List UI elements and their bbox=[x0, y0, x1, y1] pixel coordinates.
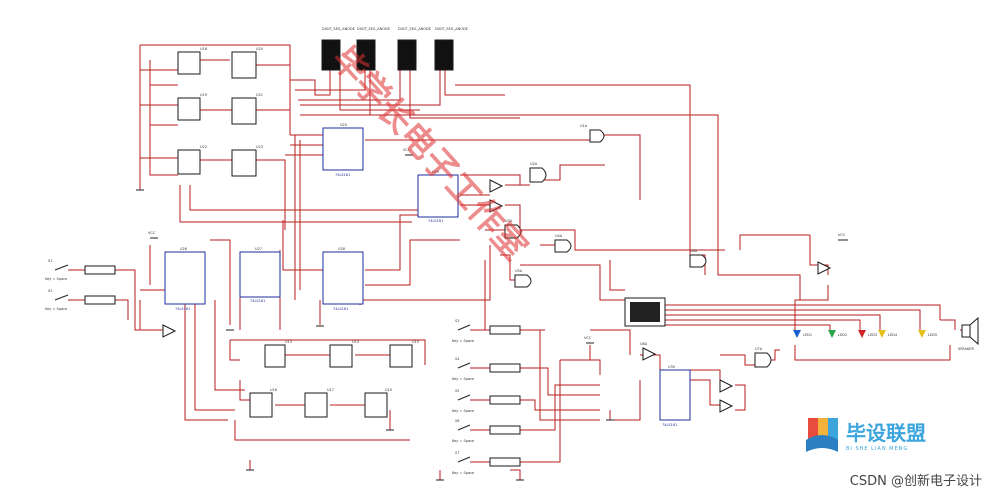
counter-chips: 74LS161 74LS161 74LS161 74LS161 74LS161 … bbox=[164, 123, 691, 427]
counter-part: 74LS161 bbox=[175, 307, 190, 311]
jack-label-2: DIGIT_SEG_ANODE bbox=[357, 27, 390, 31]
ff-label: U23 bbox=[256, 145, 263, 149]
led-label: LED1 bbox=[803, 333, 812, 337]
source-credit: CSDN @创新电子设计 bbox=[849, 474, 982, 489]
switch-key: Key = Space bbox=[45, 277, 67, 281]
counter-label: U25 bbox=[340, 123, 347, 127]
switch-label: S2 bbox=[48, 289, 52, 293]
flip-flop-cluster-bottom: U13 U14 U15 U16 U17 U10 bbox=[249, 340, 419, 418]
counter-label: U27 bbox=[255, 247, 262, 251]
vcc-label: VCC bbox=[403, 148, 411, 152]
wiring bbox=[68, 44, 975, 480]
ff-label: U22 bbox=[200, 145, 207, 149]
counter-part: 74LS161 bbox=[333, 307, 348, 311]
ff-label: U19 bbox=[200, 93, 207, 97]
seven-seg-jacks: DIGIT_SEG_ANODE DIGIT_SEG_ANODE DIGIT_SE… bbox=[321, 27, 468, 71]
switch-key: Key = Space bbox=[45, 307, 67, 311]
jack-label-3: DIGIT_SEG_ANODE bbox=[398, 27, 431, 31]
led-2: LED2 bbox=[828, 330, 847, 338]
counter-part: 74LS161 bbox=[428, 219, 443, 223]
jack-label-4: DIGIT_SEG_ANODE bbox=[435, 27, 468, 31]
jack-label-1: DIGIT_SEG_ANODE bbox=[322, 27, 355, 31]
counter-part: 74LS161 bbox=[250, 299, 265, 303]
ff-label: U21 bbox=[256, 93, 263, 97]
counter-part: 74LS161 bbox=[335, 173, 350, 177]
switches: S1 Key = Space S2 Key = Space S3 Key = S… bbox=[45, 259, 521, 475]
logo: 毕设联盟 BI SHE LIAN MENG bbox=[806, 418, 926, 452]
ff-label: U13 bbox=[285, 340, 292, 344]
vcc-label: VCC bbox=[148, 231, 156, 235]
switch-key: Key = Space bbox=[452, 339, 474, 343]
led-4: LED4 bbox=[878, 330, 898, 338]
switch-label: S1 bbox=[48, 259, 52, 263]
ff-label: U14 bbox=[352, 340, 360, 344]
ff-label: U20 bbox=[256, 47, 263, 51]
flip-flop-cluster-top: U18 U20 U19 U21 U22 U23 bbox=[177, 47, 263, 177]
ff-label: U15 bbox=[412, 340, 419, 344]
ff-label: U10 bbox=[385, 388, 392, 392]
switch-label: S6 bbox=[455, 419, 459, 423]
switch-key: Key = Space bbox=[452, 471, 474, 475]
led-1: LED1 bbox=[793, 330, 812, 338]
switch-s1: S1 Key = Space bbox=[45, 259, 116, 281]
speaker-label: SPEAKER bbox=[958, 347, 974, 351]
gate-label: U3A bbox=[505, 219, 513, 223]
gate-label: U8A bbox=[640, 342, 648, 346]
switch-s4: S4 Key = Space bbox=[452, 357, 521, 381]
switch-label: S7 bbox=[455, 451, 459, 455]
led-5: LED5 bbox=[918, 330, 937, 338]
power-symbols: VCC VCC VCC VCC bbox=[136, 148, 848, 481]
gate-label: U6A bbox=[690, 249, 698, 253]
vcc-label: VCC bbox=[584, 336, 592, 340]
switch-key: Key = Space bbox=[452, 439, 474, 443]
logic-gates: U1A U2A U3A U4A U5A U6A U7A U8A bbox=[162, 124, 832, 413]
switch-key: Key = Space bbox=[452, 409, 474, 413]
switch-label: S5 bbox=[455, 389, 459, 393]
switch-s2: S2 Key = Space bbox=[45, 289, 116, 311]
gate-label: U2A bbox=[530, 162, 538, 166]
book-icon bbox=[806, 418, 838, 452]
switch-key: Key = Space bbox=[452, 377, 474, 381]
switch-s7: S7 Key = Space bbox=[452, 451, 521, 475]
logo-en: BI SHE LIAN MENG bbox=[846, 446, 908, 452]
switch-s3: S3 Key = Space bbox=[452, 319, 521, 343]
logo-cn: 毕设联盟 bbox=[846, 421, 926, 445]
switch-label: S3 bbox=[455, 319, 459, 323]
ff-label: U17 bbox=[327, 388, 334, 392]
switch-s6: S6 Key = Space bbox=[452, 419, 521, 443]
counter-label: U28 bbox=[338, 247, 345, 251]
gate-label: U7A bbox=[755, 347, 763, 351]
switch-s5: S5 Key = Space bbox=[452, 389, 521, 413]
ff-label: U18 bbox=[200, 47, 207, 51]
gate-label: U4A bbox=[555, 234, 563, 238]
vcc-label: VCC bbox=[838, 233, 846, 237]
speaker: SPEAKER bbox=[958, 316, 979, 351]
counter-label: U26 bbox=[180, 247, 187, 251]
led-label: LED2 bbox=[838, 333, 847, 337]
decoder-chip bbox=[624, 297, 666, 327]
led-label: LED4 bbox=[888, 333, 898, 337]
ff-label: U16 bbox=[270, 388, 277, 392]
switch-label: S4 bbox=[455, 357, 460, 361]
led-3: LED3 bbox=[858, 330, 877, 338]
gate-label: U1A bbox=[580, 124, 588, 128]
led-row: LED1 LED2 LED3 LED4 LED5 SPEAKER bbox=[793, 316, 979, 351]
counter-part: 74LS161 bbox=[662, 423, 677, 427]
led-label: LED5 bbox=[928, 333, 937, 337]
counter-label: U29 bbox=[432, 170, 439, 174]
counter-label: U30 bbox=[668, 365, 675, 369]
gate-label: U5A bbox=[515, 269, 523, 273]
led-label: LED3 bbox=[868, 333, 877, 337]
